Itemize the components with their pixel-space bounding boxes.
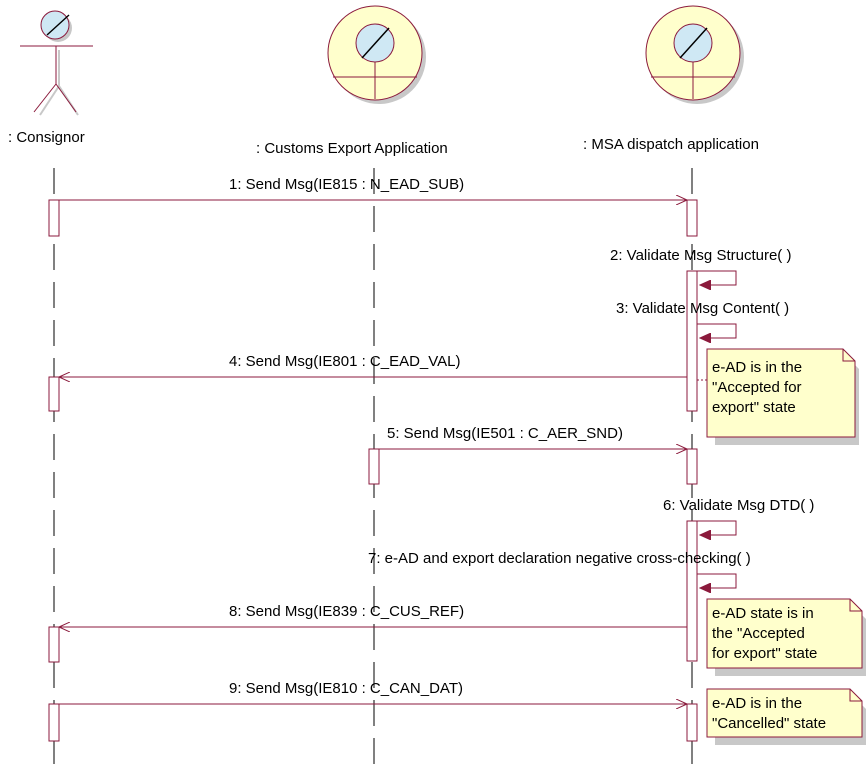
- self-message-arrow: [697, 270, 737, 285]
- message-label: 9: Send Msg(IE810 : C_CAN_DAT): [229, 680, 463, 697]
- activation-bar: [48, 703, 60, 742]
- note-line: "Accepted for: [712, 379, 802, 396]
- actor-icon: [20, 10, 93, 116]
- note-line: "Cancelled" state: [712, 715, 826, 732]
- activation-bar: [686, 448, 698, 485]
- message-label: 7: e-AD and export declaration negative …: [368, 550, 751, 567]
- message-label: 1: Send Msg(IE815 : N_EAD_SUB): [229, 176, 464, 193]
- message-label: 8: Send Msg(IE839 : C_CUS_REF): [229, 603, 464, 620]
- activation-bar: [686, 270, 698, 412]
- state-note: e-AD is in the "Accepted for export" sta…: [697, 348, 859, 445]
- note-line: e-AD is in the: [712, 359, 802, 376]
- activation-bar: [48, 376, 60, 412]
- self-message-arrow: [697, 573, 737, 588]
- activation-bar: [368, 448, 380, 485]
- activation-bar: [48, 626, 60, 663]
- business-worker-icon: [645, 5, 744, 104]
- activation-bar: [686, 703, 698, 742]
- message-label: 2: Validate Msg Structure( ): [610, 247, 791, 264]
- note-line: for export" state: [712, 645, 817, 662]
- message-label: 5: Send Msg(IE501 : C_AER_SND): [387, 425, 623, 442]
- self-message-arrow: [697, 323, 737, 338]
- message-label: 3: Validate Msg Content( ): [616, 300, 789, 317]
- lifeline-name: : Customs Export Application: [256, 140, 448, 157]
- note-line: e-AD is in the: [712, 695, 802, 712]
- state-note: e-AD state is in the "Accepted for expor…: [706, 598, 866, 676]
- message-label: 4: Send Msg(IE801 : C_EAD_VAL): [229, 353, 461, 370]
- business-worker-icon: [327, 5, 426, 104]
- activation-bar: [48, 199, 60, 237]
- note-line: e-AD state is in: [712, 605, 814, 622]
- note-line: the "Accepted: [712, 625, 805, 642]
- activation-bar: [686, 199, 698, 237]
- activation-bar: [686, 520, 698, 662]
- lifeline-name: : MSA dispatch application: [583, 136, 759, 153]
- state-note: e-AD is in the "Cancelled" state: [706, 688, 866, 745]
- note-line: export" state: [712, 399, 796, 416]
- self-message-arrow: [697, 520, 737, 535]
- message-label: 6: Validate Msg DTD( ): [663, 497, 814, 514]
- lifeline-name: : Consignor: [8, 129, 85, 146]
